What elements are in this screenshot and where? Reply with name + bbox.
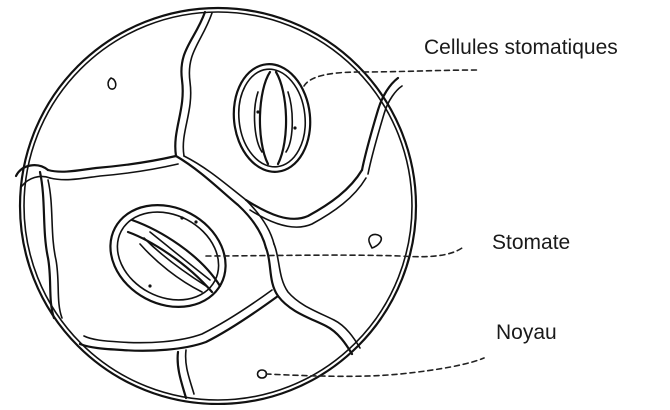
nucleus-top-left xyxy=(108,78,116,89)
label-guard-cells: Cellules stomatiques xyxy=(424,37,618,58)
lower-stoma xyxy=(92,185,243,326)
leader-stoma xyxy=(206,248,462,257)
leader-lines xyxy=(206,70,484,376)
label-nucleus: Noyau xyxy=(496,322,557,343)
upper-stoma xyxy=(229,60,316,175)
leader-nucleus xyxy=(266,358,484,376)
label-stoma: Stomate xyxy=(492,232,570,253)
nucleus-bottom xyxy=(258,370,267,378)
nucleus-right xyxy=(369,234,381,248)
